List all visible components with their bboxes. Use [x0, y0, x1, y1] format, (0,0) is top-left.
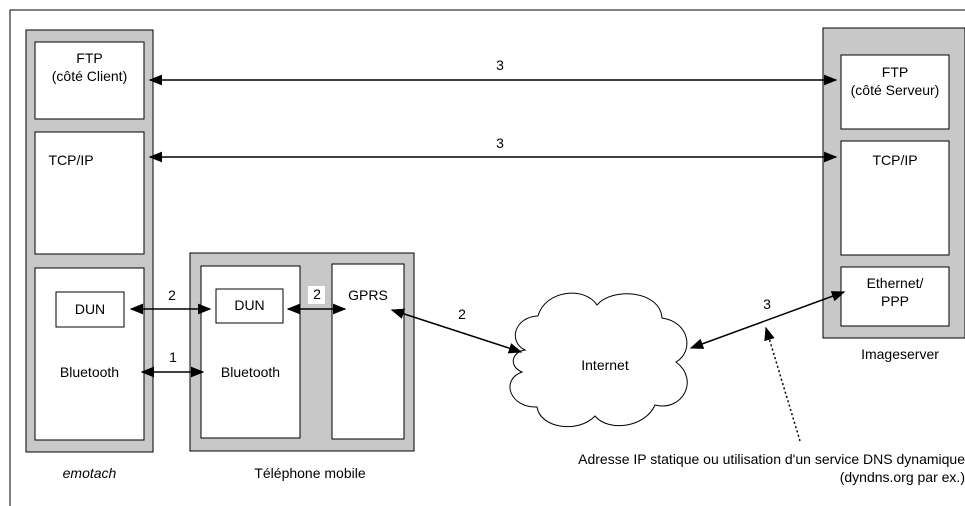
ftp-client-box [34, 41, 145, 120]
internet-server-arrow [689, 291, 846, 349]
dun-emotach-box [55, 291, 125, 328]
tcpip-client-label: TCP/IP [48, 152, 94, 168]
dns-note-line1: Adresse IP statique ou utilisation d'un … [578, 451, 965, 467]
phone-caption: Téléphone mobile [254, 465, 366, 481]
ethernet-ppp-label: Ethernet/ PPP [841, 275, 949, 310]
gprs-internet-arrow [390, 308, 523, 354]
dun-phone-box [215, 288, 284, 324]
dun-link-number: 2 [168, 287, 176, 303]
emotach-caption: emotach [62, 465, 117, 481]
ftp-server-line1: FTP [881, 64, 909, 80]
bluetooth-phone-label: Bluetooth [220, 364, 281, 380]
phone-internal-number: 2 [313, 286, 321, 302]
phone-num-box [308, 286, 325, 304]
ftp-client-line2: (côté Client) [51, 67, 128, 84]
internet-server-number: 3 [763, 296, 771, 312]
tcpip-link-number: 3 [496, 135, 504, 151]
gprs-label: GPRS [348, 287, 388, 303]
dun-emotach-label: DUN [74, 301, 106, 317]
ftp-link-number: 3 [496, 57, 504, 73]
bluetooth-link-number: 1 [169, 349, 177, 365]
ethernet-line2: PPP [880, 292, 909, 309]
ethernet-ppp-box [840, 266, 950, 327]
ftp-server-label: FTP (côté Serveur) [841, 64, 949, 99]
internet-cloud [509, 292, 688, 428]
ethernet-line1: Ethernet/ [866, 275, 924, 291]
imageserver-caption: Imageserver [861, 346, 939, 362]
dns-note: Adresse IP statique ou utilisation d'un … [488, 451, 965, 486]
gprs-internet-number: 2 [458, 306, 466, 322]
ftp-server-line2: (côté Serveur) [850, 81, 940, 98]
dns-note-line2: (dyndns.org par ex.) [839, 468, 965, 485]
tcpip-server-label: TCP/IP [872, 152, 918, 168]
dun-phone-label: DUN [234, 297, 265, 313]
tcpip-server-box [840, 140, 950, 256]
ftp-client-line1: FTP [76, 50, 103, 66]
ftp-server-box [840, 54, 950, 130]
ftp-client-label: FTP (côté Client) [35, 50, 144, 85]
tcpip-client-box [34, 131, 145, 255]
bluetooth-emotach-label: Bluetooth [59, 364, 120, 380]
dns-dotted-arrow [764, 326, 801, 442]
internet-label: Internet [581, 357, 629, 373]
